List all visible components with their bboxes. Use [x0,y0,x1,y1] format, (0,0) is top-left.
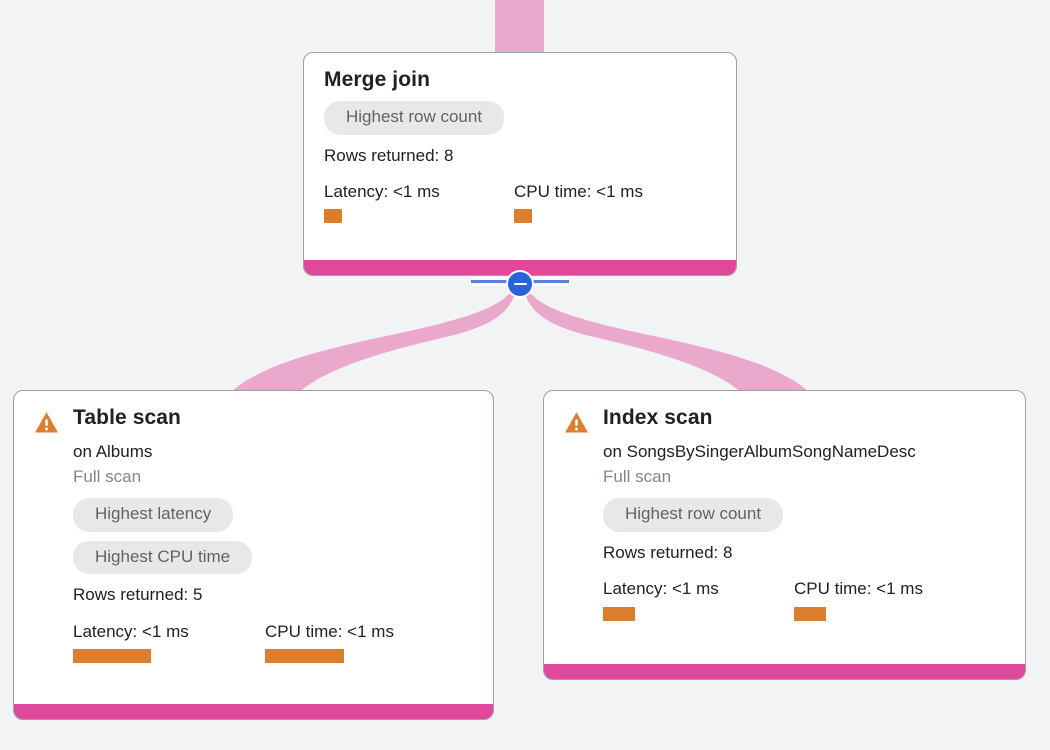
header-texts-table-scan: Table scan on Albums Full scan Highest l… [73,405,394,664]
metric-cpu-time-bar [265,649,344,664]
metric-latency-label: Latency: <1 ms [324,181,440,201]
node-subtitle: on Albums [73,442,153,462]
node-scan-type: Full scan [73,466,142,486]
rows-returned-value: Rows returned: 8 [603,542,733,562]
node-header-index-scan: Index scan on SongsBySingerAlbumSongName… [564,405,1005,621]
rows-returned-value: Rows returned: 5 [73,585,203,605]
metric-cpu-time: CPU time: <1 ms [265,621,394,664]
warning-icon [565,412,588,433]
badge-highest-latency[interactable]: Highest latency [73,498,234,532]
card-body-merge-join: Merge join Highest row count Rows return… [304,53,736,260]
card-accent-bar [544,664,1025,679]
metric-latency-bar [603,606,635,621]
metrics-row-merge-join: Latency: <1 ms CPU time: <1 ms [324,181,716,224]
toggle-rail-right [525,277,569,286]
metric-latency-label: Latency: <1 ms [603,579,719,599]
rows-returned-value: Rows returned: 8 [324,145,454,165]
card-accent-bar [304,260,736,275]
node-card-merge-join[interactable]: Merge join Highest row count Rows return… [303,52,737,276]
header-texts-index-scan: Index scan on SongsBySingerAlbumSongName… [603,405,923,621]
metric-latency: Latency: <1 ms [603,579,794,621]
edge-to-table-scan [231,288,516,392]
node-details-merge-join: Highest row count Rows returned: 8 Laten… [324,92,716,224]
node-title: Table scan [73,406,181,429]
metric-latency: Latency: <1 ms [73,621,265,664]
card-body-index-scan: Index scan on SongsBySingerAlbumSongName… [544,391,1025,664]
badge-highest-row-count[interactable]: Highest row count [324,101,505,135]
edge-to-index-scan [524,288,809,392]
node-scan-type: Full scan [603,466,672,486]
card-accent-bar [14,704,493,719]
metric-cpu-time-label: CPU time: <1 ms [794,579,923,599]
collapse-toggle-button[interactable] [506,270,534,298]
header-texts-merge-join: Merge join [324,67,430,92]
metric-latency-label: Latency: <1 ms [73,621,189,641]
node-title: Merge join [324,68,431,91]
node-card-index-scan[interactable]: Index scan on SongsBySingerAlbumSongName… [543,390,1026,680]
badge-highest-row-count[interactable]: Highest row count [603,498,784,532]
toggle-rail-left [471,277,515,286]
metric-cpu-time-label: CPU time: <1 ms [514,181,643,201]
metrics-row-table-scan: Latency: <1 ms CPU time: <1 ms [73,621,394,664]
metric-cpu-time: CPU time: <1 ms [514,181,643,224]
node-subtitle: on SongsBySingerAlbumSongNameDesc [603,442,916,462]
metric-cpu-time-bar [514,209,532,224]
node-card-table-scan[interactable]: Table scan on Albums Full scan Highest l… [13,390,494,720]
minus-icon [513,282,527,286]
metric-latency-bar [73,649,151,664]
warning-icon [35,412,58,433]
metric-latency: Latency: <1 ms [324,181,514,224]
badge-highest-cpu-time[interactable]: Highest CPU time [73,540,253,575]
node-title: Index scan [603,406,713,429]
node-header-table-scan: Table scan on Albums Full scan Highest l… [34,405,473,664]
card-body-table-scan: Table scan on Albums Full scan Highest l… [14,391,493,704]
node-header-merge-join: Merge join [324,67,716,92]
edge-incoming [495,0,544,52]
metric-cpu-time-label: CPU time: <1 ms [265,621,394,641]
metric-cpu-time: CPU time: <1 ms [794,579,923,621]
metrics-row-index-scan: Latency: <1 ms CPU time: <1 ms [603,579,923,621]
metric-cpu-time-bar [794,606,826,621]
metric-latency-bar [324,209,342,224]
